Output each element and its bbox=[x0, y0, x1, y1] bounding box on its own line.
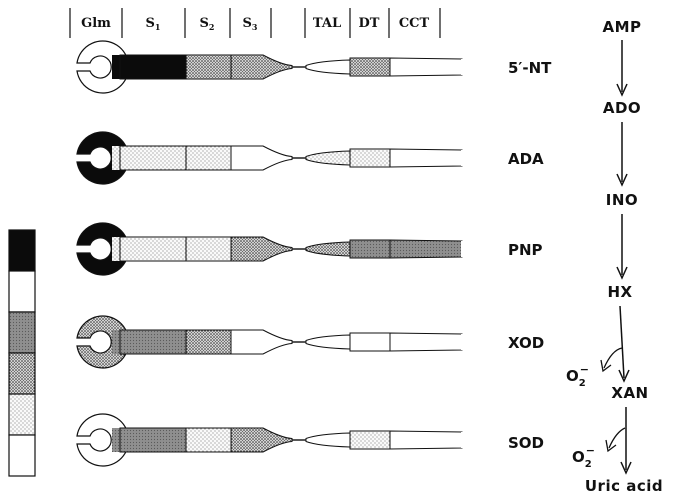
enzyme-label: PNP bbox=[508, 241, 543, 259]
segment-s1 bbox=[120, 330, 186, 354]
pathway-ado: ADO bbox=[603, 99, 641, 117]
segment-cct bbox=[390, 58, 462, 76]
segment-s2 bbox=[186, 146, 231, 170]
segment-s3 bbox=[231, 146, 292, 170]
segment-s1 bbox=[120, 428, 186, 452]
superoxide-arrow bbox=[604, 348, 622, 368]
enzyme-label: SOD bbox=[508, 434, 544, 452]
segment-s3 bbox=[231, 55, 292, 79]
legend-scale-bar bbox=[9, 230, 35, 476]
segment-s1 bbox=[120, 146, 186, 170]
segment-tal bbox=[306, 242, 350, 256]
nephron-row bbox=[77, 414, 462, 466]
nephron-row bbox=[77, 132, 462, 184]
segment-label-dt: DT bbox=[359, 16, 380, 31]
superoxide-label: O2− bbox=[572, 444, 595, 470]
segment-tal bbox=[306, 335, 350, 349]
segment-s2 bbox=[186, 237, 231, 261]
segment-label-tal: TAL bbox=[313, 16, 341, 31]
pathway-arrow bbox=[620, 306, 624, 378]
segment-dt bbox=[350, 58, 390, 76]
segment-label-glm: Glm bbox=[81, 16, 111, 31]
segment-s1 bbox=[120, 55, 186, 79]
segment-s1 bbox=[120, 237, 186, 261]
pathway-xan: XAN bbox=[611, 384, 648, 402]
segment-label-s2: S2 bbox=[200, 16, 215, 32]
pathway-ino: INO bbox=[606, 191, 638, 209]
segment-tal bbox=[306, 151, 350, 165]
segment-s3 bbox=[231, 428, 292, 452]
arrow-head bbox=[601, 360, 611, 371]
legend-swatch bbox=[9, 230, 35, 271]
superoxide-label: O2− bbox=[566, 363, 589, 389]
pathway-hx: HX bbox=[607, 283, 632, 301]
segment-dt bbox=[350, 149, 390, 167]
legend-swatch bbox=[9, 435, 35, 476]
segment-s2 bbox=[186, 55, 231, 79]
segment-tal bbox=[306, 433, 350, 447]
segment-cct bbox=[390, 431, 462, 449]
superoxide-arrow bbox=[609, 428, 625, 448]
legend-swatch bbox=[9, 271, 35, 312]
segment-dt bbox=[350, 431, 390, 449]
nephron-rows bbox=[77, 41, 462, 466]
arrow-head bbox=[606, 440, 616, 451]
pathway-amp: AMP bbox=[602, 18, 641, 36]
enzyme-label: 5′-NT bbox=[508, 59, 552, 77]
nephron-row bbox=[77, 41, 462, 93]
enzyme-label: XOD bbox=[508, 334, 544, 352]
purine-pathway: AMP ADO INO HX O2− XAN O2− Uric acid bbox=[566, 18, 663, 495]
segment-cct bbox=[390, 240, 462, 258]
legend-swatch bbox=[9, 353, 35, 394]
segment-s2 bbox=[186, 330, 231, 354]
legend-swatch bbox=[9, 312, 35, 353]
enzyme-label: ADA bbox=[508, 150, 544, 168]
segment-label-cct: CCT bbox=[399, 16, 430, 31]
segment-header: Glm S1 S2 S3 TAL DT CCT bbox=[70, 8, 440, 38]
segment-label-s1: S1 bbox=[146, 16, 161, 32]
segment-cct bbox=[390, 333, 462, 351]
nephron-row bbox=[77, 316, 462, 368]
segment-s3 bbox=[231, 237, 292, 261]
segment-cct bbox=[390, 149, 462, 167]
segment-dt bbox=[350, 333, 390, 351]
enzyme-labels: 5′-NT ADA PNP XOD SOD bbox=[508, 59, 552, 452]
segment-s3 bbox=[231, 330, 292, 354]
segment-tal bbox=[306, 60, 350, 74]
pathway-uric-acid: Uric acid bbox=[585, 477, 663, 495]
nephron-row bbox=[77, 223, 462, 275]
segment-dt bbox=[350, 240, 390, 258]
legend-swatch bbox=[9, 394, 35, 435]
segment-label-s3: S3 bbox=[243, 16, 258, 32]
segment-s2 bbox=[186, 428, 231, 452]
